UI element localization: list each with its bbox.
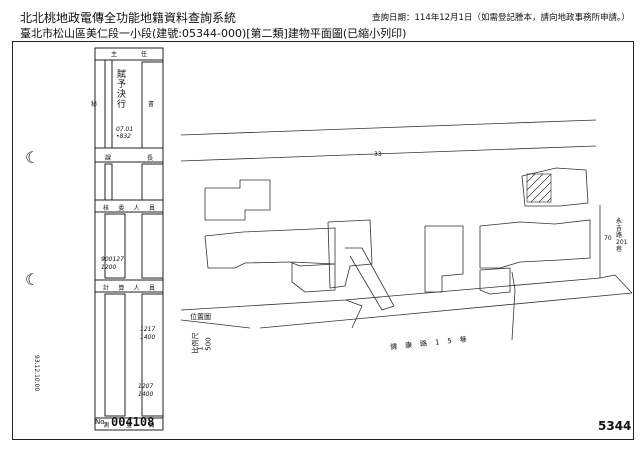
form-row-calculator: 計算人員 (103, 285, 155, 292)
doc-no-prefix: No (95, 418, 105, 426)
approval-signature: 賦予決行 (117, 70, 127, 110)
parcel-info: 臺北市松山區美仁段一小段(建號:05344-000)[第二類]建物平面圖(已縮小… (20, 27, 407, 40)
system-title: 北北桃地政電傳全功能地籍資料查詢系統 (20, 11, 237, 25)
punch-hole-icon: ☾ (25, 148, 40, 167)
survey-date: 1207 1400 (138, 383, 154, 398)
drawing-frame (12, 41, 634, 440)
calc-date: 1217 1400 (140, 326, 156, 341)
review-date: 900127 1200 (101, 256, 124, 271)
punch-hole-icon: ☾ (25, 270, 40, 289)
form-row-section-chief: 課長 (105, 155, 153, 162)
doc-number: 004108 (111, 415, 155, 429)
sheet-number: 5344 (598, 419, 632, 433)
signature-date: 07.01 •832 (116, 126, 134, 140)
right-road-label: 永吉路201巷 (616, 218, 628, 253)
form-cell-secretary-1: 秘 (91, 101, 98, 108)
plot-number-top: 33 (374, 151, 382, 158)
form-cell-secretary-2: 書 (148, 101, 155, 108)
form-row-reviewer: 核委人員 (103, 205, 155, 212)
form-row-director: 主任 (111, 51, 147, 58)
plot-number-right: 70 (604, 235, 612, 242)
location-label: 位置圖 (190, 313, 211, 321)
scale-number: 1 500 (196, 337, 213, 351)
query-date: 查詢日期：114年12月1日（如需登記謄本，請向地政事務所申請。） (372, 13, 630, 23)
form-row-surveyor: 測量員 (103, 422, 155, 429)
